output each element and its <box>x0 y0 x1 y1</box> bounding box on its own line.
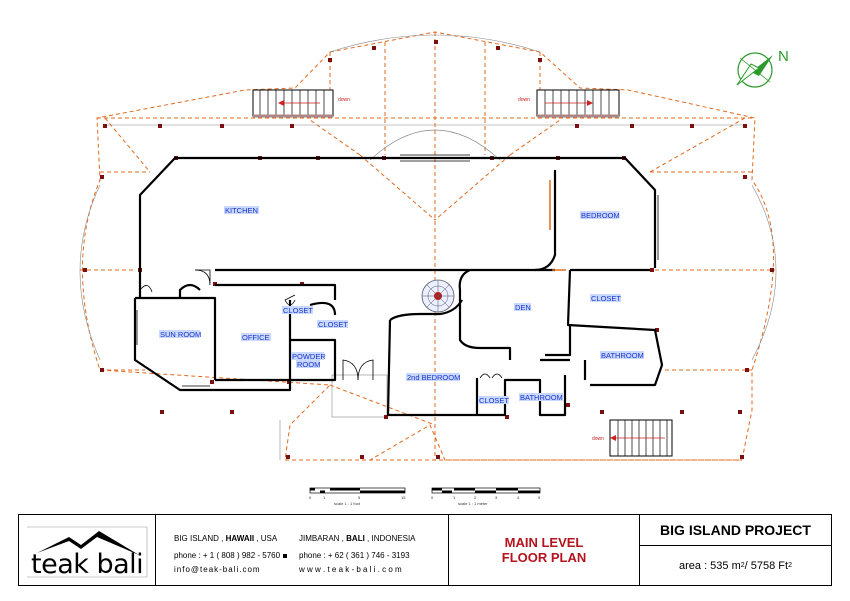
compass-icon <box>736 52 773 88</box>
title-block: teak bali BIG ISLAND , HAWAII , USA phon… <box>18 514 832 586</box>
scale-foot-tick-5: 5 <box>358 495 361 500</box>
room-label-bathroom-2nd: BATHROOM <box>520 393 563 402</box>
separator-dot <box>283 554 287 558</box>
plan-title-line-1: MAIN LEVEL <box>504 535 584 550</box>
scale-foot-caption: scale 1 : 1 foot <box>334 501 361 506</box>
hawaii-phone: phone : + 1 ( 808 ) 982 - 5760 <box>174 551 281 560</box>
website-link[interactable]: w w w . t e a k - b a l i . c o m <box>299 565 402 574</box>
room-label-bedroom: BEDROOM <box>581 211 620 220</box>
scale-meter-caption: scale 1 : 1 meter <box>458 501 488 506</box>
deck-outline <box>80 31 775 461</box>
room-label-closet-bedroom: CLOSET <box>591 294 621 303</box>
compass-north-label: N <box>778 48 789 65</box>
stair-right-down-label: down <box>518 97 530 103</box>
room-label-den: DEN <box>515 303 531 312</box>
room-label-closet-2nd: CLOSET <box>479 396 509 405</box>
scale-foot-tick-0: 0 <box>309 495 312 500</box>
room-label-sun-room: SUN ROOM <box>160 330 201 339</box>
hawaii-location: BIG ISLAND , HAWAII , USA <box>174 534 278 543</box>
scale-meter-tick-2: 2 <box>474 495 477 500</box>
logo-wordmark: teak bali <box>31 549 144 580</box>
plan-title: MAIN LEVEL FLOOR PLAN <box>449 515 640 585</box>
interior-walls <box>133 156 664 417</box>
scale-meter-tick-1: 1 <box>453 495 456 500</box>
room-label-office: OFFICE <box>242 333 270 342</box>
bali-location: JIMBARAN , BALI , INDONESIA <box>299 534 416 543</box>
scale-bar-foot <box>309 487 406 494</box>
room-label-bathroom-main: BATHROOM <box>601 351 644 360</box>
stair-bottom-down-label: down <box>592 436 604 442</box>
scale-meter-tick-5: 5 <box>538 495 541 500</box>
stair-left <box>252 89 334 118</box>
stair-right <box>536 89 620 118</box>
room-labels: KITCHEN BEDROOM CLOSET DEN BATHROOM SUN … <box>159 206 644 405</box>
scale-meter-tick-4: 4 <box>517 495 520 500</box>
room-label-kitchen: KITCHEN <box>225 206 258 215</box>
email-link[interactable]: info@teak-bali.com <box>174 565 261 574</box>
door-markers <box>549 180 566 271</box>
scale-foot-tick-15: 15 <box>401 495 406 500</box>
room-label-2nd-bedroom: 2nd BEDROOM <box>407 373 460 382</box>
room-label-powder: POWDER <box>292 352 326 361</box>
stair-left-down-label: down <box>338 97 350 103</box>
scale-foot-tick-1: 1 <box>323 495 326 500</box>
room-label-room: ROOM <box>297 360 320 369</box>
contact-info: BIG ISLAND , HAWAII , USA phone : + 1 ( … <box>156 515 449 585</box>
logo-roof-icon <box>27 526 148 578</box>
scale-meter-tick-0: 0 <box>431 495 434 500</box>
project-title: BIG ISLAND PROJECT <box>640 515 831 546</box>
scale-meter-tick-3: 3 <box>495 495 498 500</box>
teak-bali-logo: teak bali <box>19 515 156 585</box>
doors <box>139 269 503 381</box>
stair-bottom <box>609 419 673 457</box>
windows <box>136 154 659 387</box>
deck-posts <box>83 40 774 459</box>
scale-bar-meter <box>431 487 541 494</box>
plan-title-line-2: FLOOR PLAN <box>501 550 587 565</box>
floor-plan-drawing: down down down N KITCHEN BEDROOM CLOSET … <box>79 31 789 506</box>
railing-lines <box>79 34 777 460</box>
room-label-closet-a: CLOSET <box>283 306 313 315</box>
spiral-stair <box>421 279 455 313</box>
room-label-closet-b: CLOSET <box>318 320 348 329</box>
bali-phone: phone : + 62 ( 361 ) 746 - 3193 <box>299 551 410 560</box>
